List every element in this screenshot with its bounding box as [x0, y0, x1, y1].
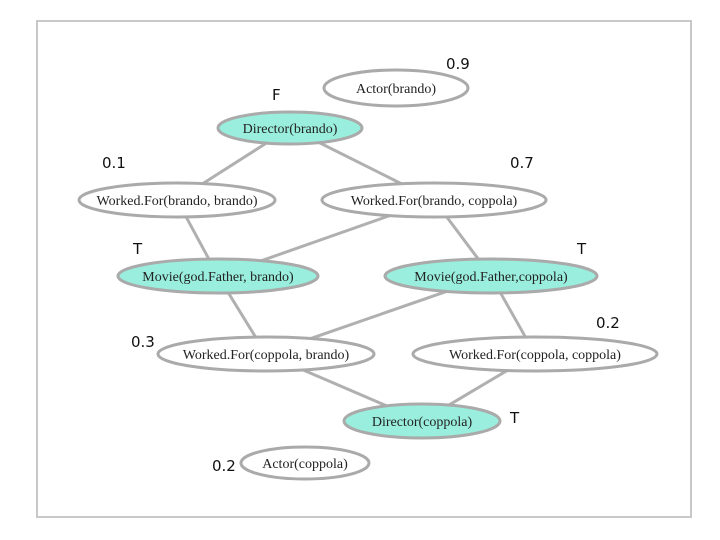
label-workedfor-coppola-brando: 0.3 [131, 333, 155, 351]
node-label-movie-godfather-coppola: Movie(god.Father,coppola) [414, 270, 568, 285]
label-workedfor-brando-brando: 0.1 [102, 154, 126, 172]
label-workedfor-brando-coppola: 0.7 [510, 154, 534, 172]
label-movie-coppola: T [576, 240, 587, 258]
edge-workedfor-brando-coppola-to-movie-godfather-coppola [445, 215, 480, 261]
node-shape-actor-brando [322, 68, 470, 108]
node-label-workedfor-brando-brando: Worked.For(brando, brando) [97, 194, 258, 209]
node-director-coppola: Director(coppola) [342, 402, 502, 440]
label-actor-coppola: 0.2 [212, 457, 236, 475]
edge-workedfor-brando-coppola-to-movie-godfather-brando [261, 214, 391, 263]
edge-workedfor-coppola-brando-to-director-coppola [302, 368, 388, 408]
node-label-actor-coppola: Actor(coppola) [262, 457, 348, 472]
edges-layer [184, 141, 527, 408]
node-label-movie-godfather-brando: Movie(god.Father, brando) [142, 270, 294, 285]
edge-workedfor-brando-brando-to-movie-godfather-brando [184, 216, 211, 260]
label-workedfor-coppola-coppola: 0.2 [596, 314, 620, 332]
edge-director-brando-to-workedfor-brando-brando [201, 141, 268, 185]
node-shape-actor-coppola [239, 445, 371, 481]
node-workedfor-brando-brando: Worked.For(brando, brando) [77, 181, 277, 219]
node-label-workedfor-coppola-coppola: Worked.For(coppola, coppola) [449, 348, 621, 363]
edge-director-brando-to-workedfor-brando-coppola [318, 141, 403, 186]
node-label-director-coppola: Director(coppola) [372, 415, 473, 430]
label-actor-brando: 0.9 [446, 55, 470, 73]
node-shape-director-coppola [342, 402, 502, 440]
node-label-workedfor-brando-coppola: Worked.For(brando, coppola) [351, 194, 518, 209]
edge-workedfor-coppola-coppola-to-director-coppola [448, 369, 508, 407]
node-label-director-brando: Director(brando) [243, 122, 338, 137]
node-workedfor-coppola-coppola: Worked.For(coppola, coppola) [411, 335, 659, 373]
edge-movie-godfather-coppola-to-workedfor-coppola-coppola [499, 292, 527, 338]
node-shape-movie-godfather-coppola [383, 257, 599, 295]
label-movie-brando: T [132, 240, 143, 258]
node-shape-director-brando [216, 110, 364, 146]
edge-movie-godfather-coppola-to-workedfor-coppola-brando [310, 290, 447, 340]
node-shape-workedfor-brando-coppola [320, 181, 548, 219]
node-shape-movie-godfather-brando [116, 257, 320, 295]
node-label-workedfor-coppola-brando: Worked.For(coppola, brando) [183, 348, 350, 363]
label-director-brando: F [272, 86, 281, 104]
node-movie-godfather-brando: Movie(god.Father, brando) [116, 257, 320, 295]
nodes-layer: Actor(brando) Director(brando) Worked.For(… [77, 68, 659, 481]
node-movie-godfather-coppola: Movie(god.Father,coppola) [383, 257, 599, 295]
edge-movie-godfather-brando-to-workedfor-coppola-brando [227, 292, 257, 338]
probability-labels: 0.9 F 0.1 0.7 T T 0.3 0.2 T 0.2 [102, 55, 620, 475]
node-shape-workedfor-coppola-brando [156, 335, 376, 373]
node-director-brando: Director(brando) [216, 110, 364, 146]
node-shape-workedfor-brando-brando [77, 181, 277, 219]
node-workedfor-coppola-brando: Worked.For(coppola, brando) [156, 335, 376, 373]
node-workedfor-brando-coppola: Worked.For(brando, coppola) [320, 181, 548, 219]
label-director-coppola: T [509, 409, 520, 427]
node-actor-coppola: Actor(coppola) [239, 445, 371, 481]
node-label-actor-brando: Actor(brando) [356, 82, 436, 97]
node-actor-brando: Actor(brando) [322, 68, 470, 108]
node-shape-workedfor-coppola-coppola [411, 335, 659, 373]
